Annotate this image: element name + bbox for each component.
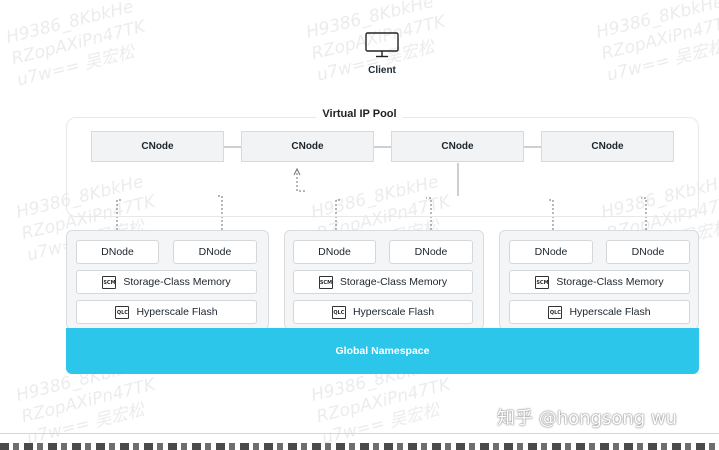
dnode: DNode (509, 240, 593, 264)
qlc-label: Hyperscale Flash (569, 306, 651, 318)
storage-class-memory: SCM Storage-Class Memory (76, 270, 257, 294)
qlc-chip-icon: QLC (115, 305, 130, 319)
hyperscale-flash: QLC Hyperscale Flash (76, 300, 257, 324)
qlc-label: Hyperscale Flash (352, 306, 435, 318)
dnode: DNode (389, 240, 473, 264)
source-credit: 知乎 @hongsong wu (497, 408, 678, 429)
dnode: DNode (606, 240, 690, 264)
scm-label: Storage-Class Memory (556, 276, 664, 288)
scm-label: Storage-Class Memory (339, 276, 448, 288)
cnode: CNode (91, 131, 224, 162)
monitor-icon (365, 32, 399, 58)
cropped-text-strip (0, 443, 719, 450)
dnode: DNode (173, 240, 257, 264)
hyperscale-flash: QLC Hyperscale Flash (509, 300, 690, 324)
scm-chip-icon: SCM (318, 275, 333, 289)
dbox-group: DNode DNode SCM Storage-Class Memory QLC… (284, 230, 484, 330)
storage-class-memory: SCM Storage-Class Memory (509, 270, 690, 294)
scm-chip-icon: SCM (102, 275, 117, 289)
global-namespace: Global Namespace (66, 328, 699, 374)
scm-chip-icon: SCM (535, 275, 550, 289)
qlc-chip-icon: QLC (331, 305, 346, 319)
qlc-label: Hyperscale Flash (136, 306, 218, 318)
cnode: CNode (241, 131, 374, 162)
storage-class-memory: SCM Storage-Class Memory (293, 270, 473, 294)
dbox-group: DNode DNode SCM Storage-Class Memory QLC… (66, 230, 269, 330)
scm-label: Storage-Class Memory (123, 276, 231, 288)
qlc-chip-icon: QLC (548, 305, 563, 319)
dnode: DNode (293, 240, 376, 264)
dnode: DNode (76, 240, 159, 264)
cnode: CNode (541, 131, 674, 162)
client-label: Client (368, 65, 396, 76)
dbox-group: DNode DNode SCM Storage-Class Memory QLC… (499, 230, 699, 330)
client-node: Client (354, 32, 410, 78)
hyperscale-flash: QLC Hyperscale Flash (293, 300, 473, 324)
pool-title: Virtual IP Pool (0, 108, 719, 120)
cnode: CNode (391, 131, 524, 162)
divider (0, 433, 719, 434)
